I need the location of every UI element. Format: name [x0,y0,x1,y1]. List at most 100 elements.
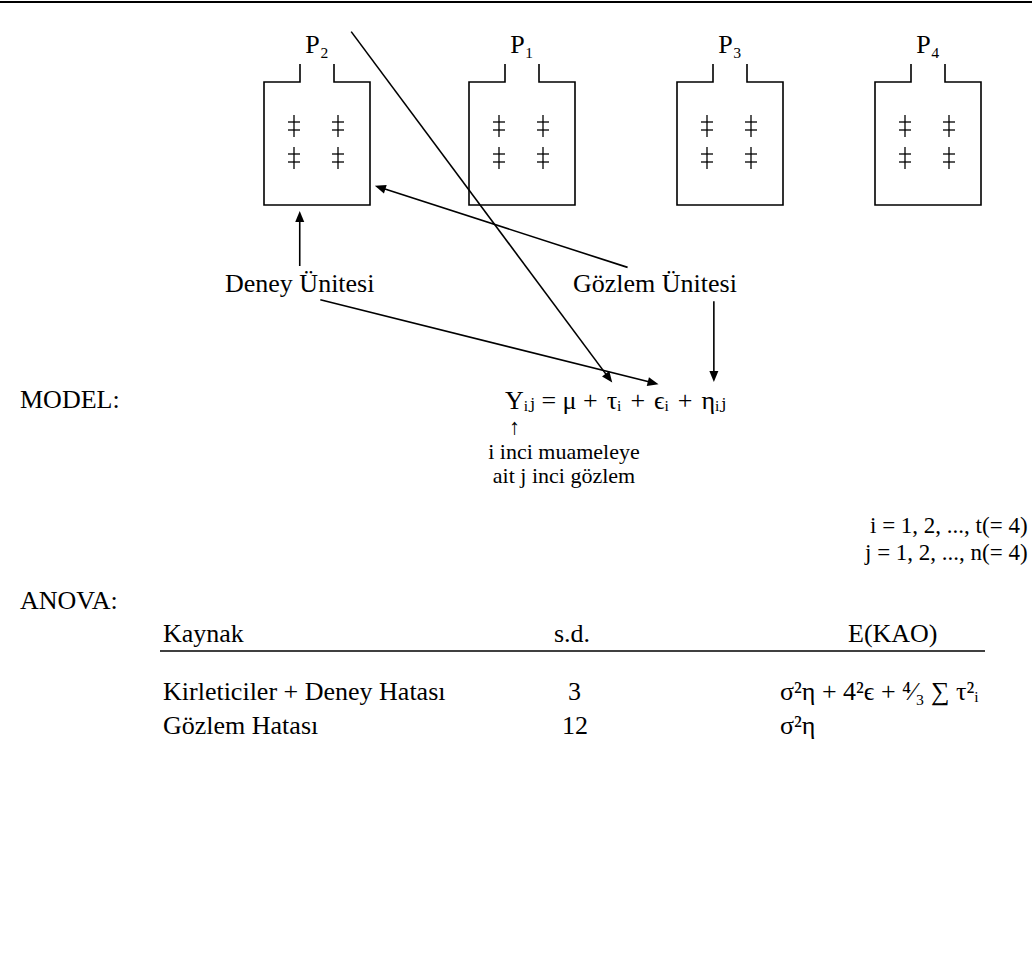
section-heading-holder: ANOVA: [20,585,118,616]
table-cell: σ²η + 4²ϵ + ⁴⁄₃ ∑ τ²ᵢ [780,676,979,707]
sample-symbol [288,115,300,137]
sample-symbol [943,147,955,169]
beaker-label: P₄ [873,30,983,60]
symbol-stroke [493,121,505,122]
symbol-stroke [706,115,707,137]
sample-symbol [745,147,757,169]
pointer-symbol-holder: ↑ [509,416,520,438]
beaker-shape [677,64,783,205]
beaker-unit: P₂ [262,30,372,208]
symbol-stroke [943,129,955,130]
symbol-stroke [701,129,713,130]
table-header: E(KAO) [848,618,938,649]
symbol-stroke [332,121,344,122]
symbol-stroke [537,161,549,162]
table-cell-holder: 12 [562,710,588,741]
table-cell-holder: Kirleticiler + Deney Hatası [163,676,446,707]
sample-symbol [899,115,911,137]
symbol-stroke [745,121,757,122]
pointer-arrow [709,301,718,382]
table-header: Kaynak [163,618,244,649]
symbol-stroke [899,161,911,162]
symbol-stroke [745,129,757,130]
symbol-stroke [537,153,549,154]
table-header-holder: s.d. [554,618,590,649]
unit-label: Gözlem Ünitesi [570,268,740,299]
table-cell: Kirleticiler + Deney Hatası [163,676,446,707]
arrow-shaft [351,32,607,376]
symbol-stroke [701,161,713,162]
arrowhead [647,377,659,386]
page-rule [0,1,1032,3]
model-term-text: ηᵢⱼ [702,385,727,416]
sample-symbol [701,115,713,137]
table-cell-holder: σ²η [780,710,815,741]
symbol-stroke [288,121,300,122]
table-cell: σ²η [780,710,815,741]
unit-label-text: Gözlem Ünitesi [573,268,737,299]
beaker-label: P₁ [467,30,577,60]
table-cell: Gözlem Hatası [163,710,318,741]
section-heading: ANOVA: [20,585,118,616]
table-cell: 3 [568,676,581,707]
arrowhead [295,211,304,222]
symbol-stroke [493,161,505,162]
pointer-arrow [295,211,304,266]
arrow-shaft [713,301,715,373]
symbol-stroke [542,147,543,169]
symbol-stroke [288,161,300,162]
sample-symbol [493,115,505,137]
pointer-arrow [320,300,658,386]
plus-sign-holder: + [630,385,645,416]
beaker-unit: P₃ [675,30,785,208]
pointer-symbol: ↑ [509,416,520,438]
arrowhead [709,371,718,382]
symbol-stroke [293,115,294,137]
symbol-stroke [745,161,757,162]
sample-symbol [701,147,713,169]
symbol-stroke [904,115,905,137]
plus-sign: + [678,385,693,416]
symbol-stroke [337,115,338,137]
symbol-stroke [948,115,949,137]
unit-label: Deney Ünitesi [222,268,377,299]
index-range: j = 1, 2, ..., n(= 4) [865,539,1028,567]
symbol-stroke [943,161,955,162]
sample-symbol [493,147,505,169]
caption-note-holder: i inci muameleye ait j inci gözlem [478,440,650,488]
sample-symbol [537,115,549,137]
symbol-stroke [542,115,543,137]
symbol-stroke [493,153,505,154]
symbol-stroke [493,129,505,130]
symbol-stroke [537,121,549,122]
model-term: τᵢ [605,385,624,416]
symbol-stroke [899,153,911,154]
beaker-unit: P₄ [873,30,983,208]
sample-symbol [537,147,549,169]
arrow-shaft [320,300,649,382]
table-rule [160,650,985,651]
beaker-label: P₂ [262,30,372,60]
table-cell-holder: 3 [568,676,581,707]
sample-symbol [332,147,344,169]
table-header-holder: E(KAO) [848,618,938,649]
symbol-stroke [498,147,499,169]
arrowhead [375,185,387,194]
symbol-stroke [899,129,911,130]
plus-sign: + [630,385,645,416]
sample-symbol [288,147,300,169]
symbol-stroke [745,153,757,154]
model-equation-holder: Yᵢⱼ = μ + [505,385,598,416]
symbol-stroke [498,115,499,137]
table-cell-holder: σ²η + 4²ϵ + ⁴⁄₃ ∑ τ²ᵢ [780,676,979,707]
section-heading-holder: MODEL: [20,384,120,415]
symbol-stroke [332,153,344,154]
beaker-shape [469,64,575,205]
arrow-shaft [383,189,627,268]
symbol-stroke [706,147,707,169]
symbol-stroke [943,153,955,154]
symbol-stroke [701,121,713,122]
model-term: ϵᵢ [652,385,671,416]
pointer-arrow [351,32,612,383]
